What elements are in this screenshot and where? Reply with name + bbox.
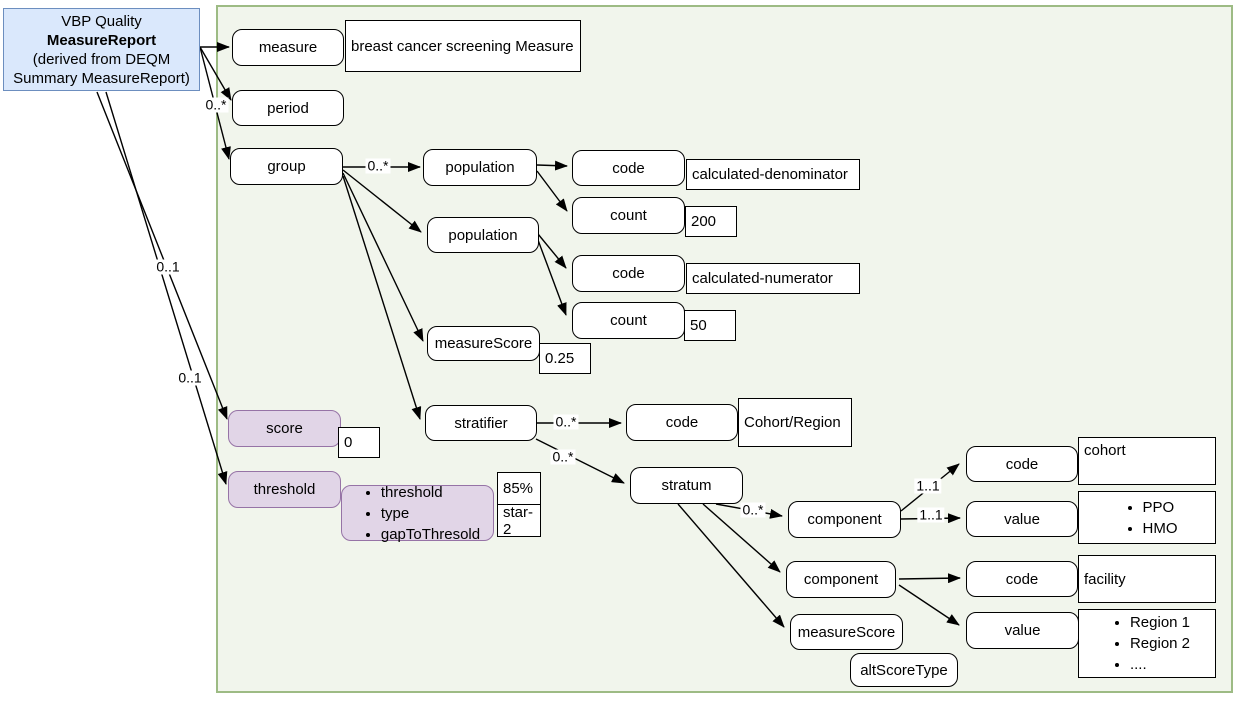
cohort-value-item: PPO bbox=[1143, 497, 1178, 518]
node-count-numerator: count bbox=[572, 302, 685, 339]
threshold-attribute-item: threshold bbox=[381, 482, 480, 503]
root-title-line1: VBP Quality bbox=[61, 12, 142, 30]
measure-report-root-node: VBP Quality MeasureReport (derived from … bbox=[3, 8, 200, 91]
node-alt-score-type: altScoreType bbox=[850, 653, 958, 687]
multiplicity-stratifier-code: 0..* bbox=[553, 413, 579, 430]
node-stratum-measure-score: measureScore bbox=[790, 614, 903, 650]
value-denominator-code: calculated-denominator bbox=[686, 159, 860, 190]
node-score: score bbox=[228, 410, 341, 447]
value-threshold-type: star-2 bbox=[497, 504, 541, 538]
value-denominator-count: 200 bbox=[685, 206, 737, 237]
root-title-line2: MeasureReport bbox=[46, 31, 157, 49]
value-numerator-count: 50 bbox=[684, 310, 736, 341]
node-period: period bbox=[232, 90, 344, 126]
multiplicity-stratum: 0..* bbox=[550, 448, 576, 465]
node-group-measure-score: measureScore bbox=[427, 326, 540, 361]
node-group: group bbox=[230, 148, 343, 185]
node-measure: measure bbox=[232, 29, 344, 66]
node-component-facility-value: value bbox=[966, 612, 1079, 649]
value-threshold-percent: 85% bbox=[497, 472, 541, 505]
node-component-cohort-value: value bbox=[966, 501, 1078, 537]
value-component-region-list: Region 1 Region 2 .... bbox=[1078, 609, 1216, 678]
value-measure: breast cancer screening Measure bbox=[345, 20, 581, 72]
multiplicity-component-code: 1..1 bbox=[914, 477, 942, 494]
multiplicity-population: 0..* bbox=[365, 157, 391, 174]
node-population-denominator: population bbox=[423, 149, 537, 186]
multiplicity-period: 0..* bbox=[203, 96, 229, 113]
value-component-facility-code: facility bbox=[1078, 555, 1216, 603]
multiplicity-component: 0..* bbox=[740, 501, 766, 518]
node-component-cohort-code: code bbox=[966, 446, 1078, 482]
node-component-cohort: component bbox=[788, 501, 901, 538]
threshold-attribute-item: gapToThresold bbox=[381, 524, 480, 545]
region-value-item: Region 2 bbox=[1130, 633, 1190, 654]
value-numerator-code: calculated-numerator bbox=[686, 263, 860, 294]
node-code-denominator: code bbox=[572, 150, 685, 186]
value-component-cohort-code: cohort bbox=[1078, 437, 1216, 485]
node-threshold: threshold bbox=[228, 471, 341, 508]
value-component-cohort-list: PPO HMO bbox=[1078, 491, 1216, 544]
node-stratifier-code: code bbox=[626, 404, 738, 441]
multiplicity-threshold: 0..1 bbox=[176, 369, 204, 386]
multiplicity-component-value: 1..1 bbox=[917, 506, 945, 523]
region-value-item: Region 1 bbox=[1130, 612, 1190, 633]
node-component-facility-code: code bbox=[966, 561, 1078, 597]
multiplicity-score: 0..1 bbox=[154, 258, 182, 275]
region-value-item: .... bbox=[1130, 654, 1190, 675]
threshold-attribute-item: type bbox=[381, 503, 480, 524]
node-threshold-attributes: threshold type gapToThresold bbox=[341, 482, 494, 543]
value-stratifier-code: Cohort/Region bbox=[738, 398, 852, 447]
node-population-numerator: population bbox=[427, 217, 539, 253]
node-stratum: stratum bbox=[630, 467, 743, 504]
root-title-line4: Summary MeasureReport) bbox=[13, 69, 190, 87]
value-group-measure-score: 0.25 bbox=[539, 343, 591, 374]
node-code-numerator: code bbox=[572, 255, 685, 292]
root-title-line3: (derived from DEQM bbox=[32, 50, 171, 68]
value-score: 0 bbox=[338, 427, 380, 458]
cohort-value-item: HMO bbox=[1143, 518, 1178, 539]
node-stratifier: stratifier bbox=[425, 405, 537, 441]
node-count-denominator: count bbox=[572, 197, 685, 234]
node-component-facility: component bbox=[786, 561, 896, 598]
